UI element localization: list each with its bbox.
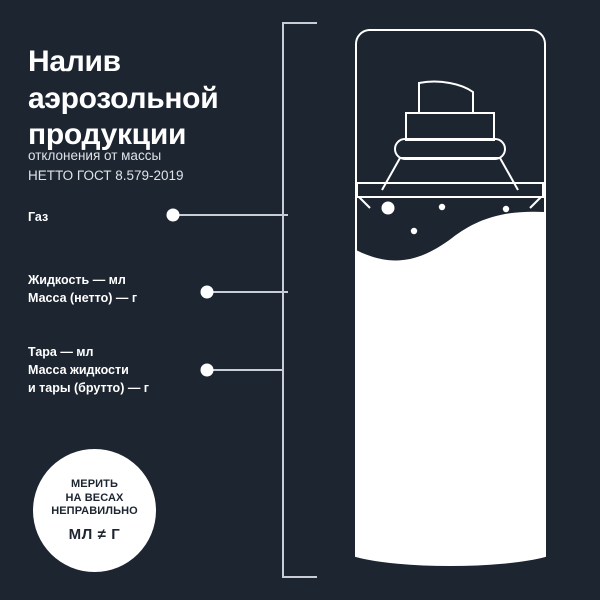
badge-formula: МЛ ≠ Г — [68, 526, 121, 544]
badge-line-1: МЕРИТЬ — [71, 477, 118, 490]
can-nozzle-tip — [418, 80, 474, 113]
can-rim-tab-left — [358, 196, 371, 209]
badge-line-2: НА ВЕСАХ — [65, 491, 124, 504]
can-rim-tab-right — [529, 196, 542, 209]
callout-tare-line-2: Масса жидкости — [28, 363, 129, 378]
bubble-small — [438, 203, 446, 211]
callout-label-tare: Тара — мл Масса жидкости и тары (брутто)… — [28, 343, 149, 397]
callout-tare-line-3: и тары (брутто) — г — [28, 381, 150, 396]
can-body-outline — [354, 29, 546, 566]
gas-bubbles — [381, 201, 510, 235]
callout-tare-line-1: Тара — мл — [28, 345, 94, 359]
subtitle-line-1: отклонения от массы — [28, 148, 162, 163]
can-rim-band — [356, 182, 544, 198]
aerosol-can — [354, 29, 546, 566]
subtitle: отклонения от массы НЕТТО ГОСТ 8.579-201… — [28, 146, 278, 187]
badge-text: МЕРИТЬ НА ВЕСАХ НЕПРАВИЛЬНО — [51, 478, 138, 520]
subtitle-line-2: НЕТТО ГОСТ 8.579-2019 — [28, 168, 184, 184]
bubble-large — [381, 201, 395, 215]
callout-liquid-line-2: Масса (нетто) — г — [28, 291, 138, 306]
bubble-small — [410, 227, 418, 235]
callout-label-gas: Газ — [28, 208, 48, 226]
callout-connectors — [166, 208, 288, 377]
connector-dot-tare — [200, 363, 214, 377]
warning-badge: МЕРИТЬ НА ВЕСАХ НЕПРАВИЛЬНО МЛ ≠ Г — [33, 449, 156, 572]
callout-liquid-line-1: Жидкость — мл — [28, 273, 126, 287]
callout-gas-line-1: Газ — [28, 210, 49, 224]
bubble-small — [502, 205, 510, 213]
title-line-1: Налив — [28, 45, 121, 79]
badge-line-3: НЕПРАВИЛЬНО — [51, 505, 138, 518]
page-title: Налив аэрозольной продукции — [28, 44, 273, 154]
measurement-bracket — [282, 22, 317, 578]
title-line-3: продукции — [28, 118, 187, 152]
connector-dot-gas — [166, 208, 180, 222]
callout-label-liquid: Жидкость — мл Масса (нетто) — г — [28, 271, 137, 307]
can-valve-collar — [394, 138, 506, 160]
can-liquid-fill — [356, 211, 545, 565]
can-actuator-block — [405, 112, 495, 141]
connector-dot-liquid — [200, 285, 214, 299]
title-line-2: аэрозольной — [28, 81, 219, 115]
can-shoulder — [381, 157, 519, 191]
